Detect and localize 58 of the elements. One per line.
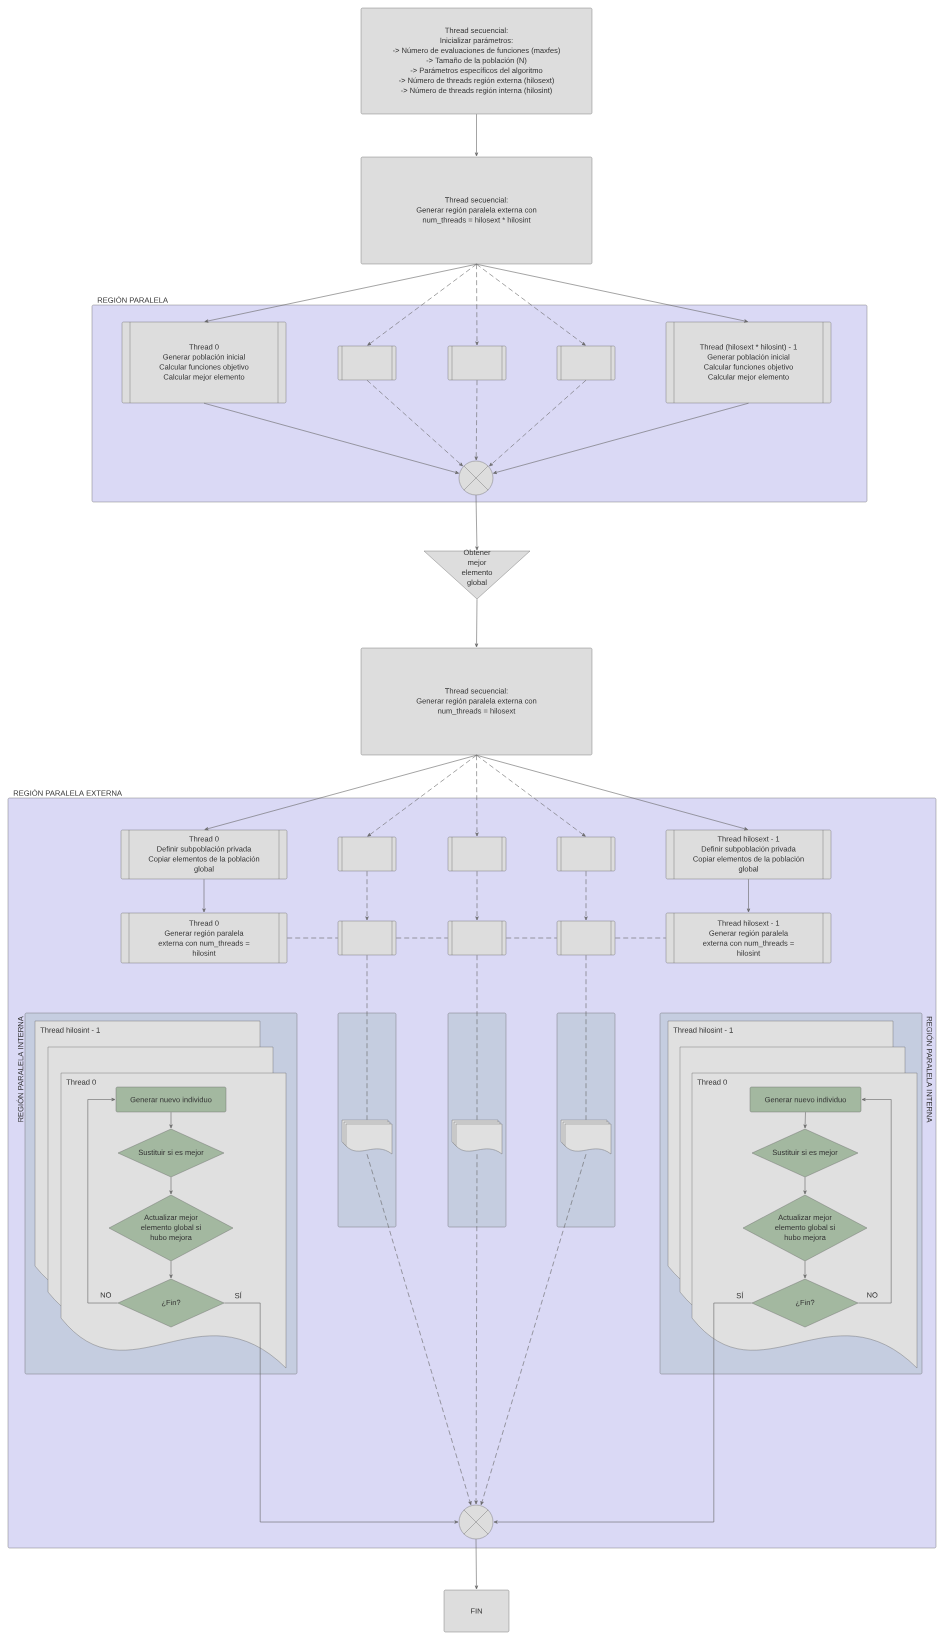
arrow — [475, 494, 479, 551]
arrow — [476, 263, 586, 346]
document-stack-icon — [451, 1119, 503, 1155]
process-box — [447, 345, 507, 381]
process-box — [556, 920, 616, 956]
arrow — [169, 1176, 173, 1195]
connector-line — [395, 937, 449, 939]
arrow — [204, 263, 477, 323]
junction-circle — [458, 1504, 494, 1540]
arrow — [474, 113, 479, 157]
arrow — [365, 870, 369, 921]
arrow — [366, 379, 463, 467]
process-box — [447, 836, 507, 872]
arrow — [493, 1302, 753, 1524]
arrow — [803, 1111, 807, 1129]
arrow — [803, 1260, 807, 1279]
arrow — [476, 263, 748, 323]
arrow — [803, 1176, 807, 1195]
arrow — [584, 870, 588, 921]
arrow — [475, 263, 479, 346]
arrow — [223, 1302, 459, 1524]
connector-line — [585, 954, 587, 1121]
arrow — [474, 1538, 479, 1590]
document-stack-icon — [560, 1119, 612, 1155]
arrow — [476, 754, 749, 831]
arrow — [87, 1097, 119, 1304]
process-box — [337, 920, 397, 956]
arrow — [480, 1153, 587, 1506]
arrow — [366, 1153, 472, 1506]
arrow — [857, 1097, 892, 1304]
arrow — [489, 379, 587, 467]
arrow — [367, 754, 477, 837]
arrow — [746, 878, 751, 913]
arrow — [169, 1111, 173, 1129]
arrow — [202, 878, 206, 913]
arrow — [474, 379, 478, 461]
arrow — [474, 598, 479, 648]
connector-line — [366, 954, 368, 1121]
arrow — [169, 1260, 173, 1279]
arrow — [493, 402, 749, 474]
arrow — [204, 754, 477, 831]
process-box — [447, 920, 507, 956]
connector-line — [614, 937, 667, 939]
arrow — [476, 754, 586, 837]
process-box — [556, 345, 616, 381]
connector-line — [505, 937, 558, 939]
arrow — [367, 263, 477, 346]
process-box — [556, 836, 616, 872]
document-stack-icon — [341, 1119, 393, 1155]
arrow — [475, 754, 479, 837]
process-box — [337, 345, 397, 381]
arrow — [203, 402, 459, 474]
process-box — [337, 836, 397, 872]
arrow — [474, 1153, 478, 1505]
arrow — [475, 870, 479, 921]
junction-circle — [458, 460, 494, 496]
connector-line — [286, 937, 339, 939]
connector-line — [476, 954, 478, 1121]
